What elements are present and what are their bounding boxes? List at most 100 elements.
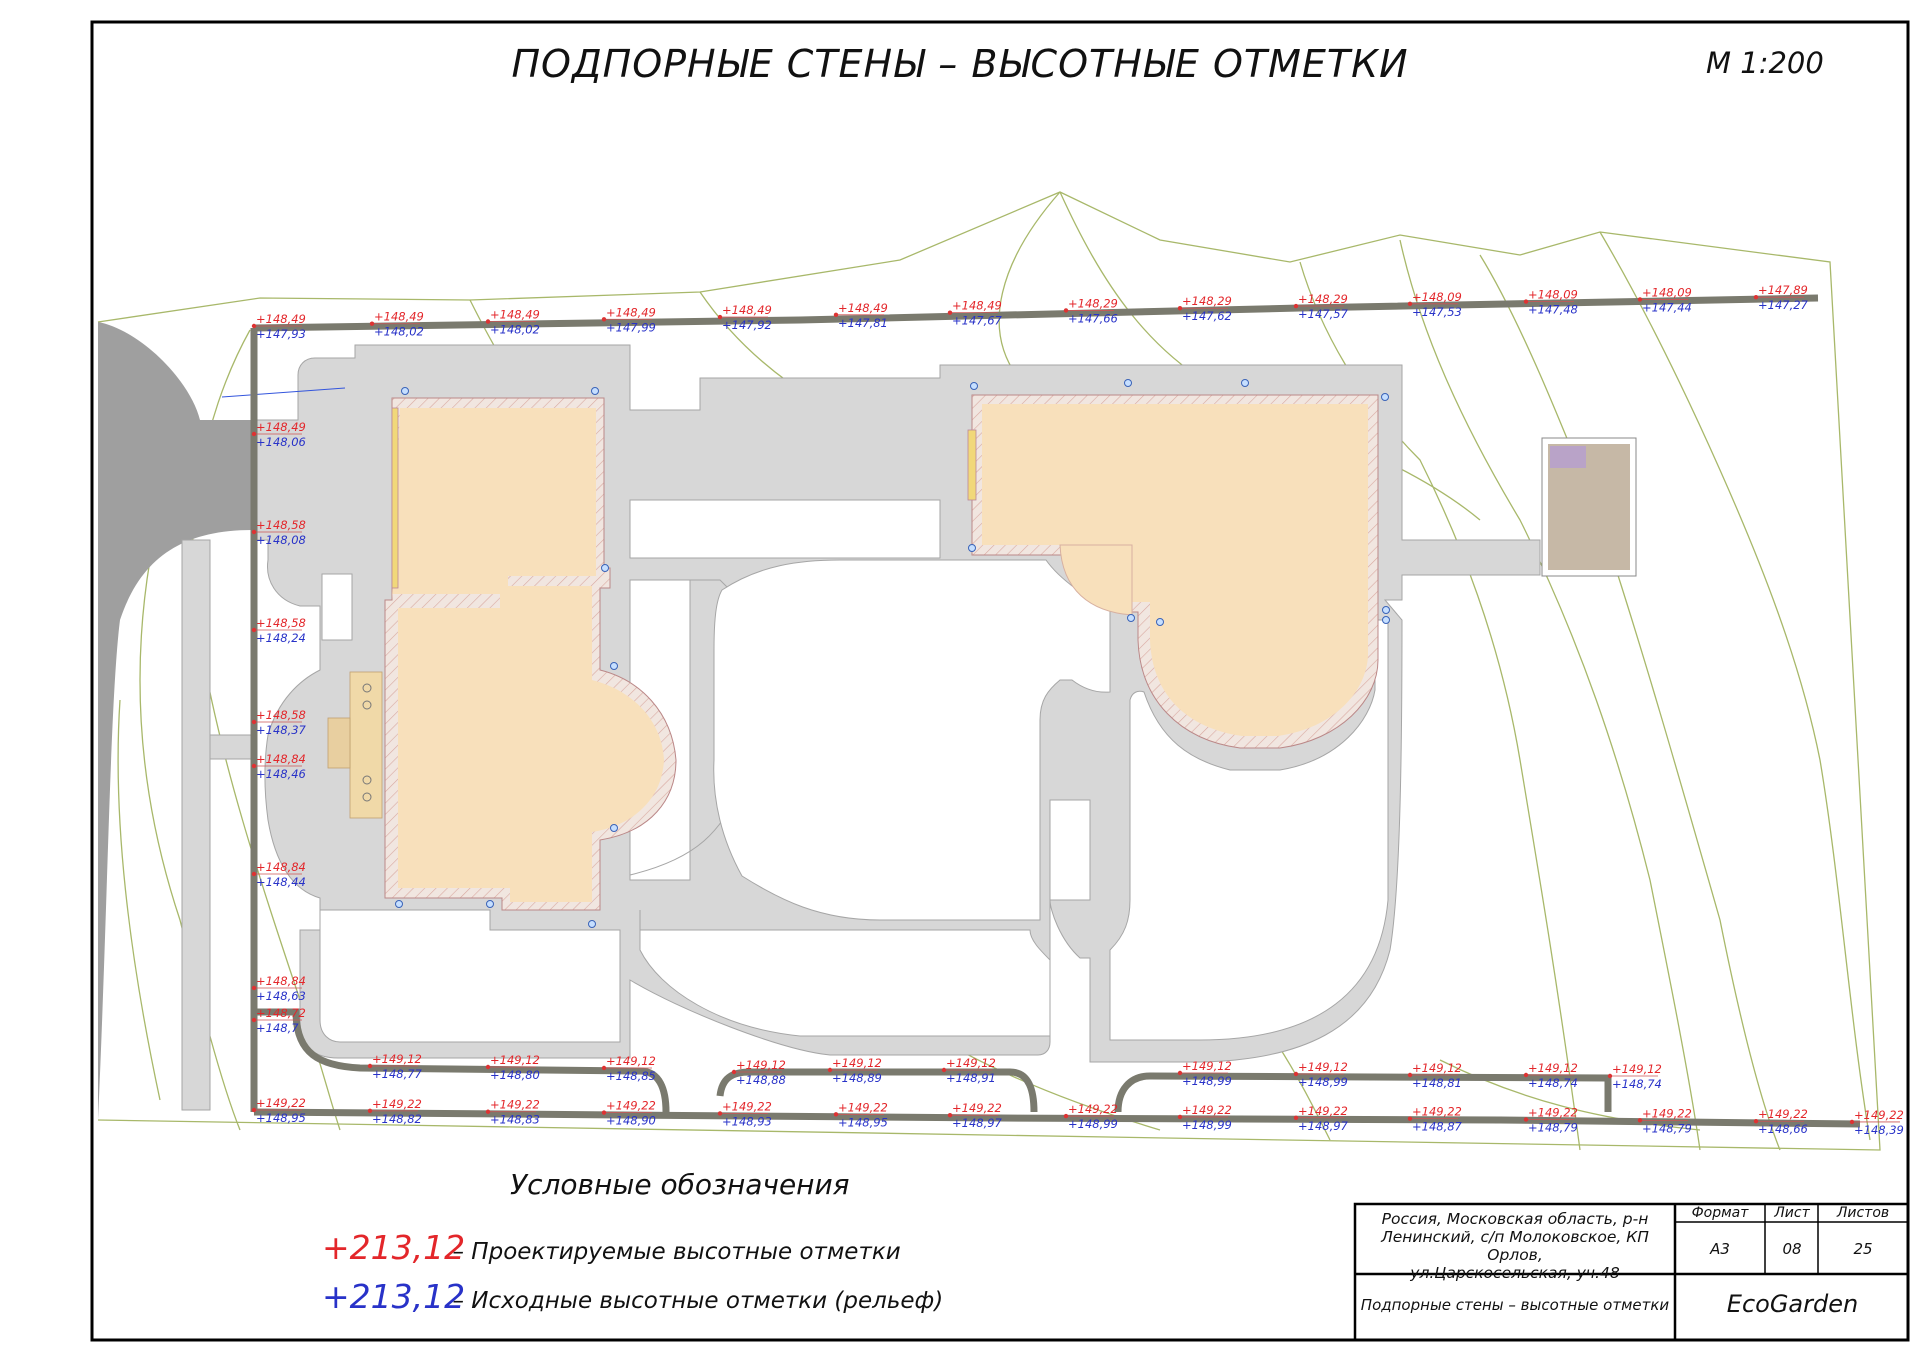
elevation-point: [251, 431, 257, 437]
existing-elevation: +148,80: [490, 1068, 540, 1082]
elevation-point: [251, 1107, 257, 1113]
company-name: EcoGarden: [1726, 1290, 1859, 1318]
design-elevation: +149,22: [1412, 1105, 1462, 1119]
existing-elevation: +147,67: [952, 314, 1003, 328]
elevation-point: [251, 1017, 257, 1023]
elevation-point: [251, 763, 257, 769]
existing-elevation: +148,88: [736, 1073, 786, 1087]
design-elevation: +149,12: [490, 1053, 540, 1067]
design-elevation: +148,49: [256, 420, 306, 434]
existing-elevation: +148,74: [1528, 1076, 1578, 1090]
mid-wall-label: +149,12+148,74: [1607, 1062, 1662, 1091]
elevation-point: [731, 1069, 737, 1075]
design-elevation: +149,22: [1642, 1106, 1692, 1120]
elevation-point: [251, 529, 257, 535]
sheets-header: Листов: [1836, 1205, 1890, 1221]
address-line-3: ул.Царскосельская, уч.48: [1410, 1264, 1620, 1282]
existing-elevation: +148,63: [256, 989, 306, 1003]
design-elevation: +149,22: [1182, 1103, 1232, 1117]
elevation-point: [251, 323, 257, 329]
address-line-2: Ленинский, с/п Молоковское, КП Орлов,: [1381, 1228, 1649, 1264]
existing-elevation: +148,83: [490, 1113, 540, 1127]
elevation-point: [601, 317, 607, 322]
bottom-wall-label: +149,22+148,79: [1637, 1106, 1692, 1135]
elevation-point: [1407, 301, 1413, 307]
existing-elevation: +147,92: [722, 318, 772, 332]
drawing-name: Подпорные стены – высотные отметки: [1360, 1296, 1670, 1314]
sheet-value: 08: [1782, 1240, 1802, 1258]
drawing-title: ПОДПОРНЫЕ СТЕНЫ – ВЫСОТНЫЕ ОТМЕТКИ: [511, 42, 1409, 86]
drawing-frame: [90, 20, 1910, 1342]
elevation-point: [1177, 1070, 1183, 1076]
existing-elevation: +148,24: [256, 631, 306, 645]
existing-elevation: +147,53: [1412, 305, 1462, 319]
existing-elevation: +148,99: [1182, 1118, 1232, 1132]
elevation-point: [251, 627, 257, 633]
design-elevation: +149,22: [490, 1098, 540, 1112]
existing-elevation: +147,44: [1642, 300, 1692, 314]
legend-existing-desc: – Исходные высотные отметки (рельеф): [452, 1288, 944, 1314]
elevation-point: [251, 871, 257, 877]
format-header: Формат: [1691, 1205, 1749, 1221]
elevation-point: [1063, 308, 1069, 313]
elevation-point: [1523, 1117, 1529, 1122]
existing-elevation: +147,93: [256, 327, 306, 341]
existing-elevation: +148,85: [606, 1069, 656, 1083]
address-block: Россия, Московская область, р-н Ленински…: [1357, 1210, 1673, 1282]
design-elevation: +148,58: [256, 616, 306, 630]
design-elevation: +149,22: [1298, 1104, 1348, 1118]
top-wall-label: +148,09+147,48: [1523, 288, 1578, 317]
elevation-point: [941, 1067, 947, 1073]
title-block: [1353, 1202, 1910, 1342]
existing-elevation: +148,91: [946, 1071, 996, 1085]
top-wall-label: +148,09+147,53: [1407, 290, 1462, 319]
existing-elevation: +148,90: [606, 1114, 656, 1128]
legend-existing-row: +213,12 – Исходные высотные отметки (рел…: [322, 1277, 943, 1316]
elevation-point: [827, 1067, 833, 1073]
design-elevation: +147,89: [1758, 283, 1808, 297]
bottom-wall-label: +149,22+148,66: [1753, 1107, 1808, 1136]
design-elevation: +148,49: [374, 310, 424, 324]
elevation-point: [947, 310, 953, 315]
existing-elevation: +148,66: [1758, 1122, 1808, 1136]
elevation-point: [1849, 1119, 1855, 1125]
top-wall-label: +148,29+147,62: [1177, 294, 1232, 323]
address-line-1: Россия, Московская область, р-н: [1381, 1210, 1649, 1228]
bottom-wall-label: +149,22+148,97: [1293, 1104, 1349, 1133]
mid-wall-label: +149,12+148,77: [367, 1052, 423, 1081]
existing-elevation: +148,81: [1412, 1076, 1462, 1090]
existing-elevation: +148,99: [1182, 1074, 1232, 1088]
elevation-point: [369, 321, 375, 326]
legend-design-row: +213,12 – Проектируемые высотные отметки: [322, 1228, 901, 1267]
left-wall-label: +148,72+148,7: [251, 1006, 306, 1035]
top-wall-label: +148,49+147,81: [833, 301, 888, 330]
elevation-point: [833, 312, 839, 318]
elevation-point: [1177, 306, 1183, 311]
elevation-point: [1637, 1118, 1643, 1123]
existing-elevation: +148,74: [1612, 1077, 1662, 1091]
design-elevation: +148,09: [1642, 285, 1692, 299]
top-wall-label: +147,89+147,27: [1753, 283, 1809, 312]
bottom-wall-label: +149,22+148,83: [485, 1098, 540, 1127]
mid-wall-label: +149,12+148,80: [485, 1053, 540, 1082]
existing-elevation: +148,82: [372, 1112, 422, 1126]
mid-wall-label: +149,12+148,88: [731, 1058, 786, 1087]
existing-elevation: +147,27: [1758, 298, 1809, 312]
elevation-point: [251, 719, 257, 725]
design-elevation: +149,22: [722, 1099, 772, 1113]
existing-elevation: +147,48: [1528, 303, 1578, 317]
design-elevation: +148,49: [490, 308, 540, 322]
top-wall-label: +148,29+147,66: [1063, 296, 1118, 325]
existing-elevation: +148,02: [374, 325, 424, 339]
existing-elevation: +147,66: [1068, 311, 1118, 325]
design-elevation: +149,12: [1412, 1061, 1462, 1075]
legend-design-sample: +213,12: [322, 1228, 466, 1267]
left-wall-label: +148,84+148,63: [251, 974, 306, 1003]
downpipe-markers: [395, 379, 1390, 928]
house-1: [327, 397, 677, 911]
existing-elevation: +148,79: [1642, 1121, 1692, 1135]
elevation-point: [251, 985, 257, 991]
design-elevation: +148,84: [256, 974, 306, 988]
driveway: [98, 322, 252, 1120]
design-elevation: +149,12: [1182, 1059, 1232, 1073]
